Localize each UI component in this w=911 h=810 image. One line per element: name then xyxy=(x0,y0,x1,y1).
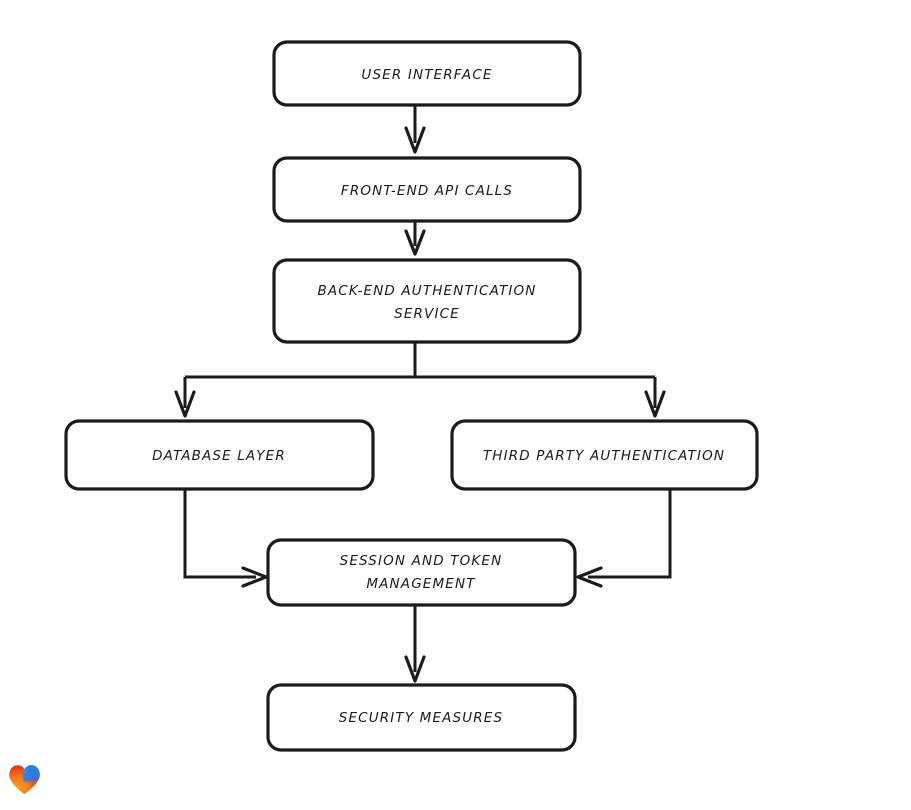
node-third-party-authentication[interactable]: THIRD PARTY AUTHENTICATION xyxy=(450,419,759,491)
node-user-interface[interactable]: USER INTERFACE xyxy=(272,40,582,107)
node-box-database-layer[interactable] xyxy=(64,419,375,491)
node-label-third-party-authentication: THIRD PARTY AUTHENTICATION xyxy=(483,448,725,464)
node-box-user-interface[interactable] xyxy=(272,40,582,107)
node-label-back-end-authentication-service-line2: SERVICE xyxy=(394,306,460,322)
node-label-user-interface: USER INTERFACE xyxy=(361,67,492,83)
node-session-and-token-management[interactable]: SESSION AND TOKEN MANAGEMENT xyxy=(266,538,577,607)
node-label-front-end-api-calls: FRONT-END API CALLS xyxy=(341,183,513,199)
edge-backend-to-thirdparty xyxy=(644,377,666,418)
heart-icon-fill xyxy=(9,765,40,795)
node-label-back-end-authentication-service-line1: BACK-END AUTHENTICATION xyxy=(317,283,536,299)
edge-api-to-backend xyxy=(404,221,426,256)
edge-session-to-security xyxy=(404,605,426,683)
node-box-third-party-authentication[interactable] xyxy=(450,419,759,491)
node-box-back-end-authentication-service[interactable] xyxy=(272,258,582,344)
edge-backend-split-bus xyxy=(185,342,655,379)
node-front-end-api-calls[interactable]: FRONT-END API CALLS xyxy=(272,156,582,223)
edge-database-to-session xyxy=(183,489,268,588)
edge-thirdparty-to-session xyxy=(576,489,672,588)
node-layer: USER INTERFACE FRONT-END API CALLS BACK-… xyxy=(64,40,759,752)
node-back-end-authentication-service[interactable]: BACK-END AUTHENTICATION SERVICE xyxy=(272,258,582,344)
node-database-layer[interactable]: DATABASE LAYER xyxy=(64,419,375,491)
node-label-database-layer: DATABASE LAYER xyxy=(152,448,286,464)
node-box-front-end-api-calls[interactable] xyxy=(272,156,582,223)
heart-icon xyxy=(9,765,40,795)
connector-layer xyxy=(174,105,672,683)
node-label-session-and-token-management-line2: MANAGEMENT xyxy=(366,576,476,592)
node-label-session-and-token-management-line1: SESSION AND TOKEN xyxy=(340,553,503,569)
node-box-security-measures[interactable] xyxy=(266,683,577,752)
node-box-session-and-token-management[interactable] xyxy=(266,538,577,607)
node-security-measures[interactable]: SECURITY MEASURES xyxy=(266,683,577,752)
edge-backend-to-database xyxy=(174,377,196,418)
node-label-security-measures: SECURITY MEASURES xyxy=(339,710,503,726)
edge-ui-to-api xyxy=(404,105,426,154)
